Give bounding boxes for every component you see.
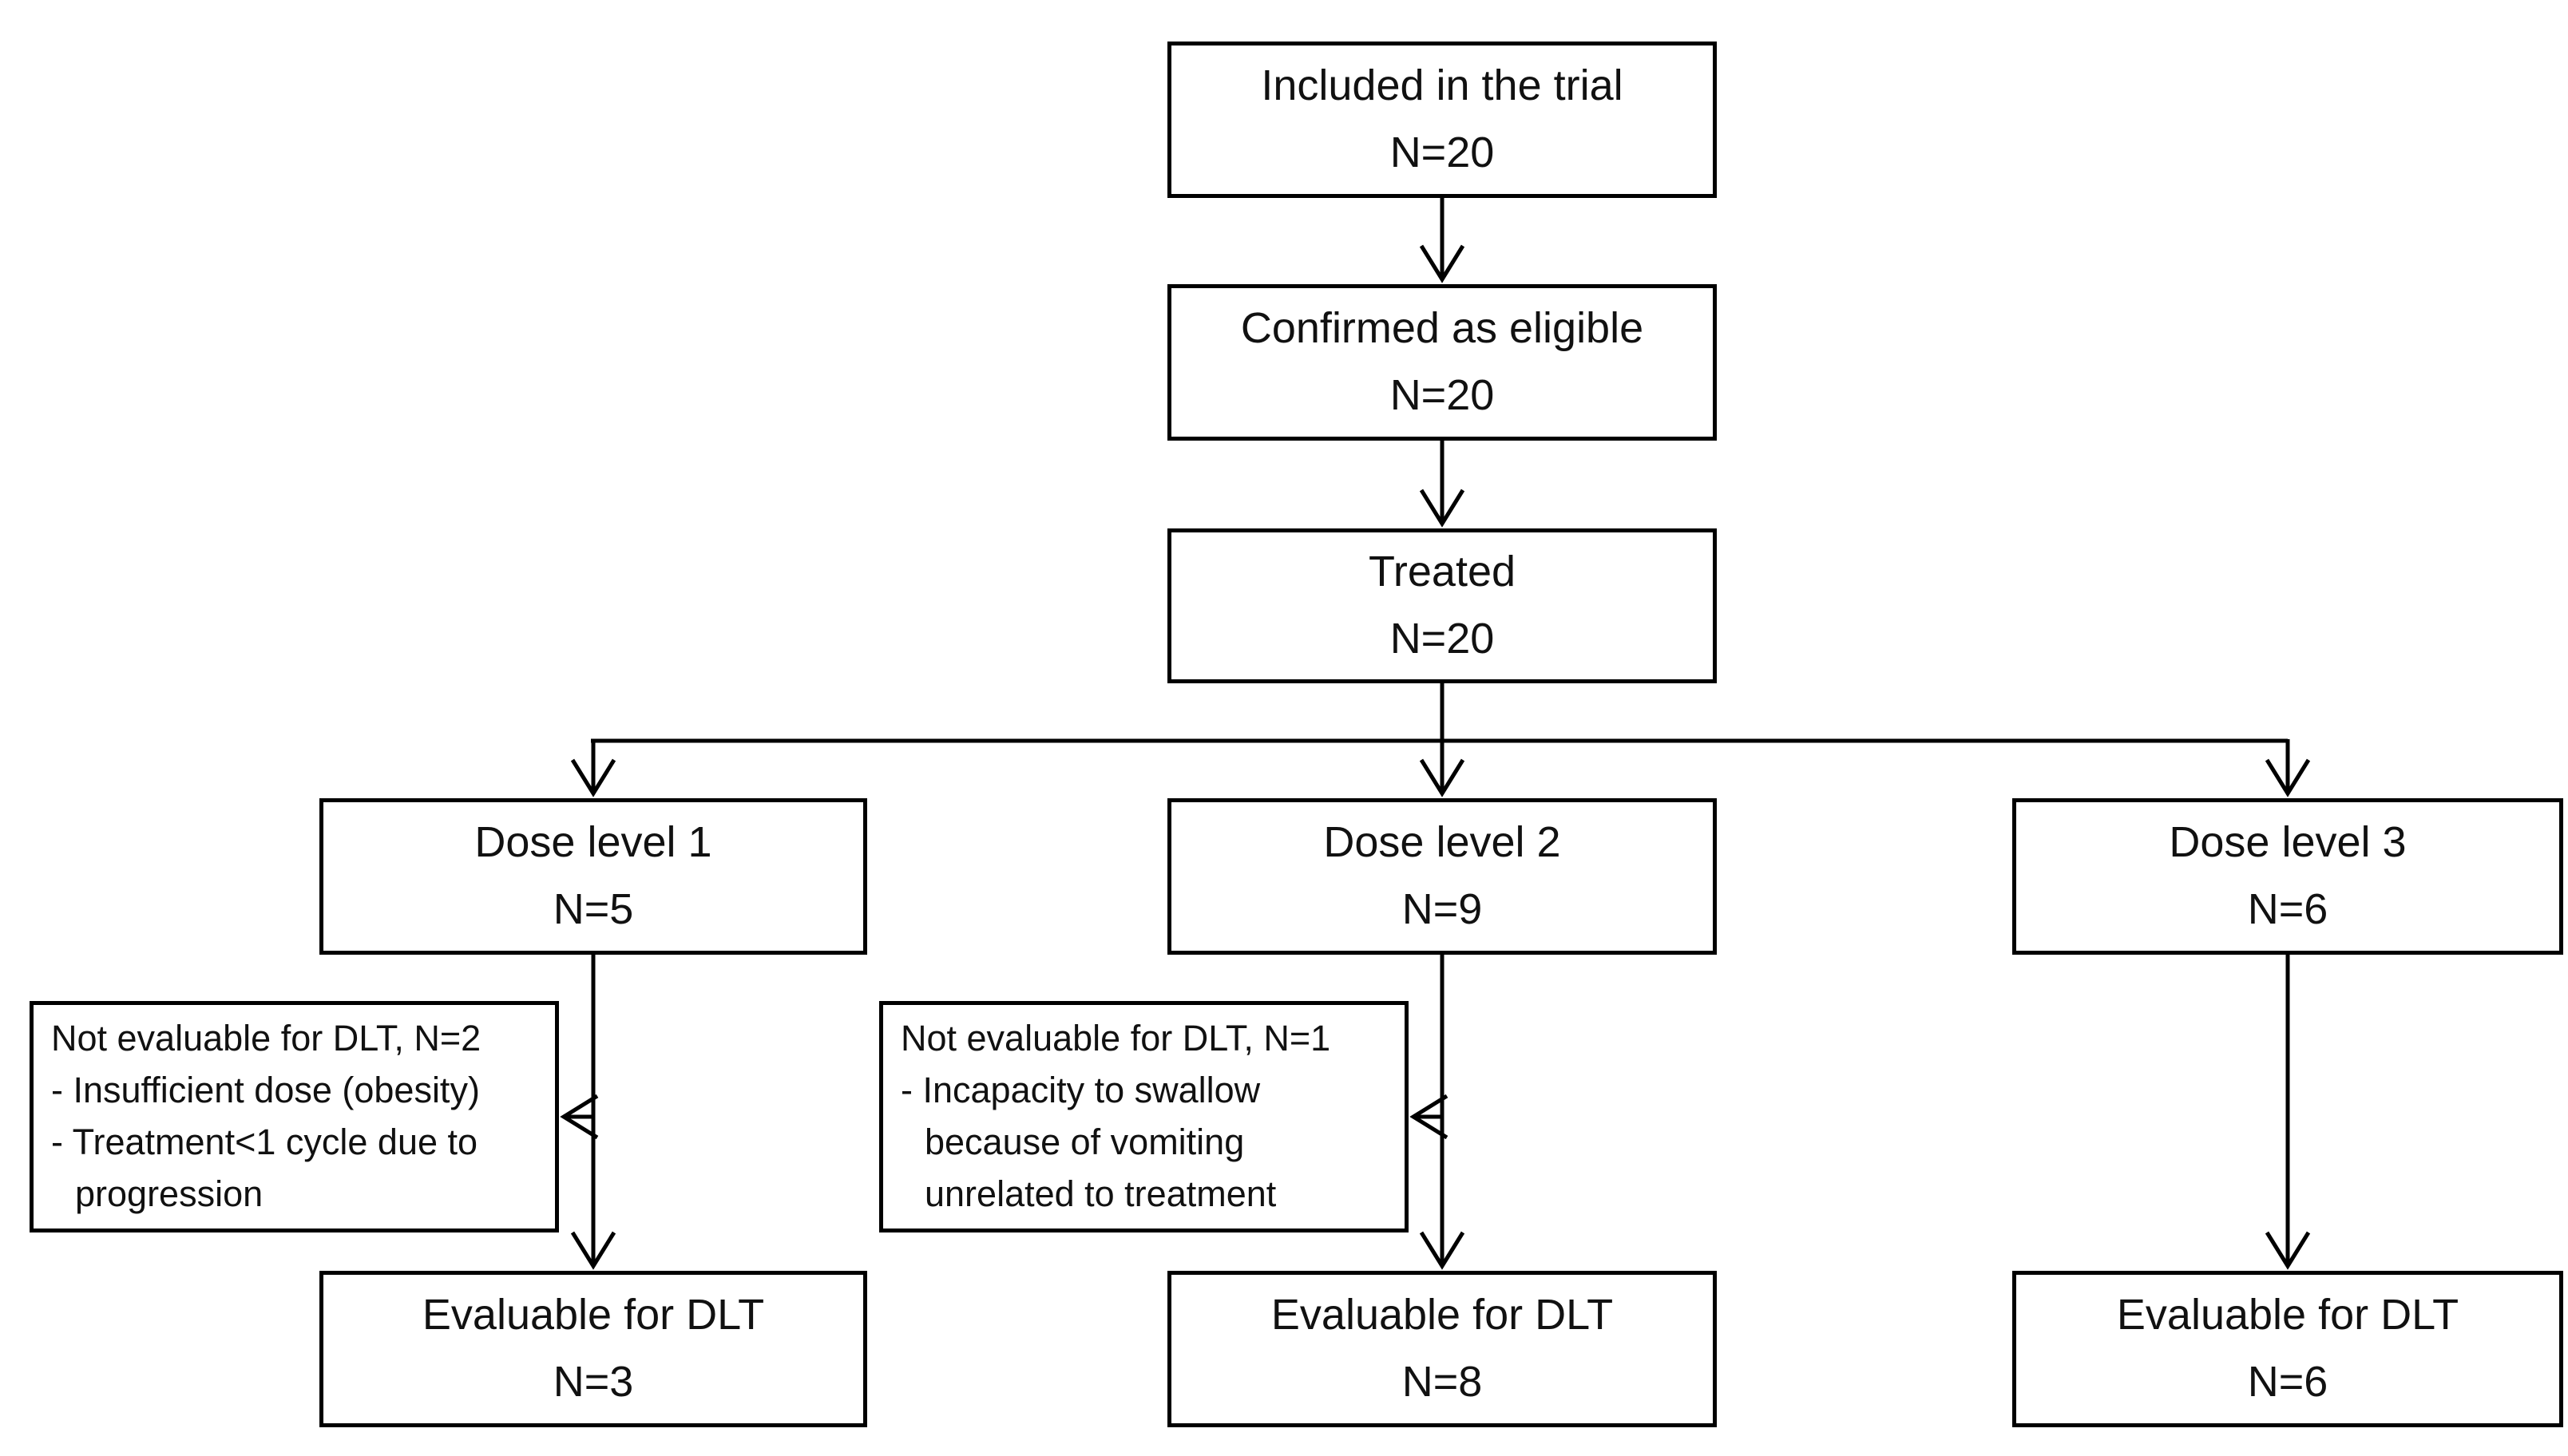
node-count: N=20 [1389, 129, 1495, 176]
node-count: N=20 [1389, 615, 1495, 663]
note-not-evaluable-dose2: Not evaluable for DLT, N=1 - Incapacity … [879, 1001, 1409, 1232]
node-label: Evaluable for DLT [422, 1291, 765, 1339]
node-dose-level-1: Dose level 1 N=5 [319, 798, 867, 955]
node-dose-level-2: Dose level 2 N=9 [1167, 798, 1717, 955]
node-confirmed-eligible: Confirmed as eligible N=20 [1167, 284, 1717, 441]
node-label: Treated [1368, 548, 1516, 596]
node-label: Confirmed as eligible [1240, 304, 1644, 353]
node-label: Included in the trial [1261, 61, 1623, 110]
node-label: Evaluable for DLT [1270, 1291, 1614, 1339]
node-included-in-trial: Included in the trial N=20 [1167, 42, 1717, 198]
node-label: Dose level 3 [2169, 818, 2407, 867]
node-treated: Treated N=20 [1167, 528, 1717, 683]
note-bullet-continuation: progression [75, 1173, 264, 1214]
note-bullet-continuation: because of vomiting [925, 1122, 1245, 1162]
node-count: N=9 [1401, 885, 1483, 933]
node-label: Evaluable for DLT [2116, 1291, 2459, 1339]
node-count: N=6 [2247, 1358, 2328, 1406]
note-title: Not evaluable for DLT, N=1 [901, 1018, 1331, 1059]
node-count: N=6 [2247, 885, 2328, 933]
node-label: Dose level 2 [1323, 818, 1561, 867]
node-count: N=5 [553, 885, 634, 933]
note-bullet: - Incapacity to swallow [901, 1070, 1261, 1111]
note-bullet: - Insufficient dose (obesity) [51, 1070, 480, 1111]
node-evaluable-dlt-3: Evaluable for DLT N=6 [2012, 1271, 2563, 1427]
note-bullet-continuation: unrelated to treatment [925, 1173, 1277, 1214]
note-not-evaluable-dose1: Not evaluable for DLT, N=2 - Insufficien… [30, 1001, 559, 1232]
node-count: N=8 [1401, 1358, 1483, 1406]
note-title: Not evaluable for DLT, N=2 [51, 1018, 482, 1059]
node-label: Dose level 1 [474, 818, 712, 867]
node-evaluable-dlt-1: Evaluable for DLT N=3 [319, 1271, 867, 1427]
node-dose-level-3: Dose level 3 N=6 [2012, 798, 2563, 955]
node-evaluable-dlt-2: Evaluable for DLT N=8 [1167, 1271, 1717, 1427]
node-count: N=3 [553, 1358, 634, 1406]
node-count: N=20 [1389, 371, 1495, 419]
note-bullet: - Treatment<1 cycle due to [51, 1122, 478, 1162]
